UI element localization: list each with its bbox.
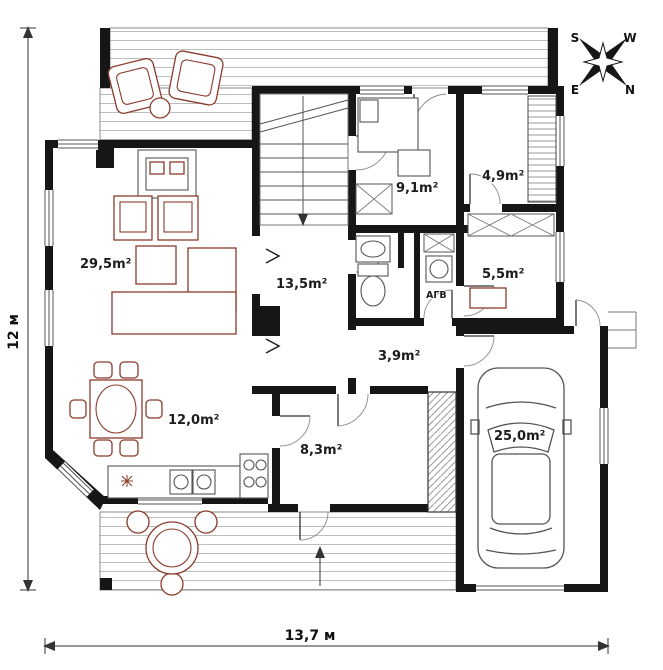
dining-chair xyxy=(69,399,87,419)
armchair-cushion xyxy=(163,201,193,233)
flue-block xyxy=(252,306,280,336)
toilet xyxy=(357,263,389,307)
window-corner-diagonal xyxy=(56,461,94,499)
compass-letter-ne: W xyxy=(623,31,636,45)
dining-chair xyxy=(93,439,113,457)
patio-chair xyxy=(160,572,184,596)
car-mirror xyxy=(470,419,480,435)
boiler-closet-door xyxy=(423,289,453,319)
compass-rose: S W E N xyxy=(571,31,637,97)
car-mirror xyxy=(562,419,572,435)
height-dimension-label: 12 м xyxy=(6,314,22,350)
room-label-corridor: 3,9m² xyxy=(378,349,420,364)
bedroom-furniture xyxy=(355,97,431,215)
opening-arrow xyxy=(265,248,281,264)
side-table xyxy=(149,97,171,119)
room-label-utility: 8,3m² xyxy=(300,443,342,458)
window-top-bedroom xyxy=(360,84,404,96)
terrace-post xyxy=(100,28,110,88)
window-garage xyxy=(598,408,610,464)
storage-furniture xyxy=(467,213,555,309)
room-labels: 29,5m² 12,0m² 13,5m² 9,1m² 4,9m² 5,5m² 3… xyxy=(79,168,547,460)
insulated-wall-block xyxy=(427,391,457,513)
window-top-sauna xyxy=(482,84,528,96)
compass-letter-sw: E xyxy=(571,83,579,97)
fridge-symbol xyxy=(121,475,133,487)
terrace-post xyxy=(100,578,112,590)
room-label-living: 29,5m² xyxy=(80,257,131,272)
stairs-direction-arrow xyxy=(298,214,308,226)
bathroom-fixtures xyxy=(355,235,391,307)
patio-table xyxy=(145,521,199,575)
window-right-storage xyxy=(554,232,566,282)
garage-side-door xyxy=(575,299,601,327)
opening-arrow xyxy=(265,338,281,354)
dining-chair xyxy=(145,399,163,419)
garage-gate xyxy=(476,585,564,591)
room-label-hall: 13,5m² xyxy=(276,277,327,292)
desk xyxy=(397,149,431,177)
living-room-furniture xyxy=(111,149,237,335)
window-left-2 xyxy=(43,290,55,346)
dining-table-top xyxy=(95,384,137,434)
dimension-bottom: 13,7 м xyxy=(43,628,610,654)
side-steps xyxy=(608,311,637,349)
width-dimension-label: 13,7 м xyxy=(285,628,336,644)
kitchen-utility-door xyxy=(279,415,311,447)
boiler-label: АГВ xyxy=(426,290,447,301)
shelf xyxy=(423,233,455,253)
garage-inner-door xyxy=(463,335,495,367)
stove xyxy=(239,453,269,499)
patio-set xyxy=(126,510,218,596)
car xyxy=(470,367,572,569)
fireplace-unit xyxy=(137,149,197,199)
patio-chair xyxy=(194,510,218,534)
compass-letter-nw: S xyxy=(571,31,580,45)
pillow xyxy=(359,99,379,123)
sauna-bench xyxy=(527,95,557,203)
sauna-door xyxy=(469,173,501,205)
window-top-living xyxy=(58,138,98,150)
sink xyxy=(355,235,391,263)
staircase xyxy=(259,93,349,226)
entrance-step-arrow xyxy=(315,546,325,586)
sofa-section xyxy=(111,291,237,335)
dining-chair xyxy=(93,361,113,379)
dimension-left: 12 м xyxy=(6,26,36,592)
wardrobe xyxy=(467,213,555,237)
kitchen-counter xyxy=(107,453,269,499)
room-label-bedroom: 9,1m² xyxy=(396,181,438,196)
dining-chair xyxy=(119,361,139,379)
coffee-table xyxy=(135,245,177,285)
room-label-garage: 25,0m² xyxy=(494,429,545,444)
terrace-door xyxy=(299,511,329,541)
utility-door xyxy=(337,393,369,427)
dresser xyxy=(469,287,507,309)
dining-table xyxy=(89,379,143,439)
terrace-post xyxy=(548,28,558,86)
patio-chair xyxy=(126,510,150,534)
terrace-armchair xyxy=(168,50,224,106)
room-label-sauna: 4,9m² xyxy=(482,169,524,184)
entrance-door xyxy=(413,93,447,131)
armchair-cushion xyxy=(119,201,147,233)
armchair xyxy=(157,195,199,241)
dining-chair xyxy=(119,439,139,457)
wardrobe xyxy=(355,183,393,215)
compass-letter-se: N xyxy=(625,83,635,97)
boiler xyxy=(423,233,455,283)
room-label-storage: 5,5m² xyxy=(482,267,524,282)
dining-set xyxy=(69,361,163,457)
window-left-1 xyxy=(43,190,55,246)
room-label-kitchen: 12,0m² xyxy=(168,413,219,428)
terrace-armchairs xyxy=(107,50,224,119)
